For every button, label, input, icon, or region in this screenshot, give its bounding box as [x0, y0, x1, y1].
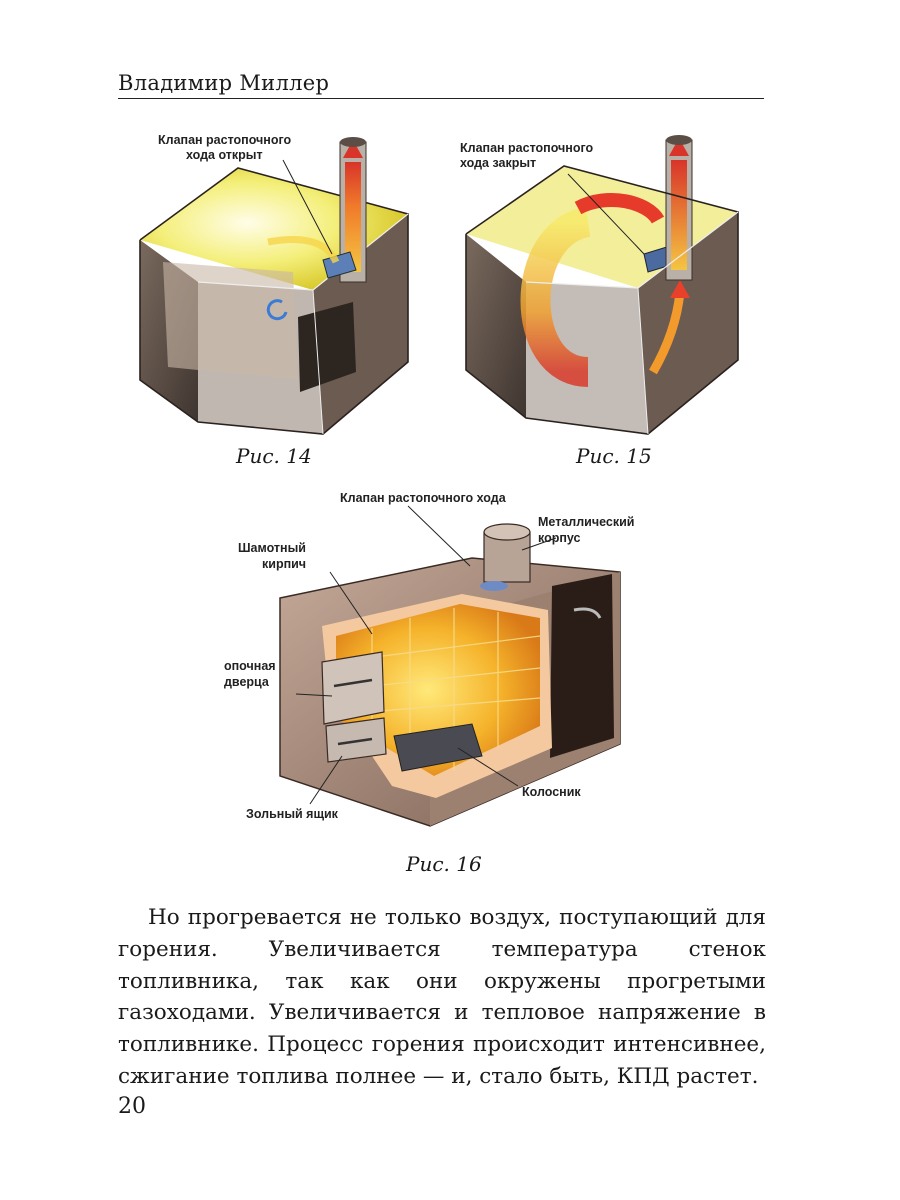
figure-16-caption: Рис. 16 — [406, 852, 482, 876]
body-text: Но прогревается не только воздух, поступ… — [118, 902, 766, 1093]
figure-15-valve-label-line2: хода закрыт — [460, 156, 536, 170]
figure-16-valve-label: Клапан растопочного хода — [340, 491, 507, 505]
figure-16-brick-label-line2: кирпич — [262, 557, 306, 571]
figure-15-valve-label-line1: Клапан растопочного — [460, 141, 594, 155]
page-number: 20 — [118, 1094, 146, 1119]
figure-14-caption: Рис. 14 — [236, 444, 312, 468]
figure-16-metal-label-line2: корпус — [538, 531, 581, 545]
figure-16-illustration: Клапан растопочного хода Металлический к… — [224, 491, 634, 827]
body-paragraph: Но прогревается не только воздух, поступ… — [118, 905, 766, 1089]
figure-14: Клапан растопочного хода открыт — [118, 122, 418, 440]
figure-14-valve-label-line1: Клапан растопочного — [158, 133, 292, 147]
figure-16-brick-label-line1: Шамотный — [238, 541, 306, 555]
figure-14-illustration: Клапан растопочного хода открыт — [139, 133, 409, 435]
running-header: Владимир Миллер — [118, 68, 764, 99]
figure-14-valve-label-line2: хода открыт — [186, 148, 263, 162]
figure-16-ashbox-label: Зольный ящик — [246, 807, 339, 821]
figure-16-door-label-line1: опочная — [224, 659, 276, 673]
author-name: Владимир Миллер — [118, 71, 330, 95]
figure-15-illustration: Клапан растопочного хода закрыт — [460, 135, 739, 435]
figure-16-metal-label-line1: Металлический — [538, 515, 634, 529]
figure-16-grate-label: Колосник — [522, 785, 581, 799]
figure-16-door-label-line2: дверца — [224, 675, 270, 689]
figure-15-caption: Рис. 15 — [576, 444, 652, 468]
figure-16: Клапан растопочного хода Металлический к… — [222, 486, 658, 832]
figure-15: Клапан растопочного хода закрыт — [448, 122, 750, 440]
